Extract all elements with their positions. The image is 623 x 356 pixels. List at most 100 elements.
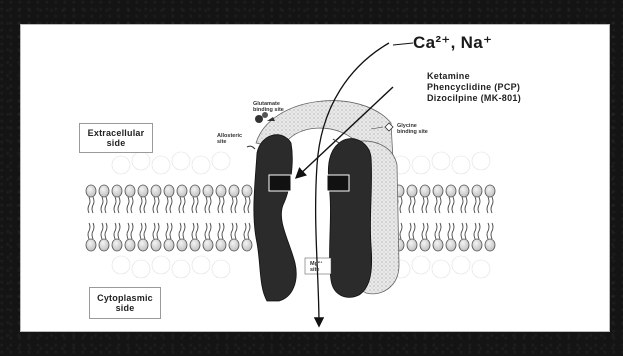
lipid-head [138, 239, 148, 251]
lipid-tail [231, 223, 233, 239]
drug-pcp: Phencyclidine (PCP) [427, 82, 521, 93]
lipid-tail [131, 223, 133, 239]
cytoplasmic-side-label: Cytoplasmic side [89, 287, 161, 319]
lipid-head [216, 239, 226, 251]
lipid-head [164, 239, 174, 251]
lipid-head [203, 239, 213, 251]
slide-content: Extracellular side Cytoplasmic side Ca²⁺… [20, 24, 610, 332]
lipid-tail [101, 197, 103, 213]
lipid-tail [461, 223, 463, 239]
lipid-tail [105, 197, 107, 213]
lipid-tail [452, 197, 454, 213]
lipid-tail [222, 197, 224, 213]
lipid-tail [474, 223, 476, 239]
lipid-tail [487, 197, 489, 213]
lipid-tail [153, 223, 155, 239]
drug-list: Ketamine Phencyclidine (PCP) Dizocilpine… [427, 71, 521, 104]
lipid-tail [478, 197, 480, 213]
pcp-binding-site-left [269, 175, 291, 191]
lipid-head [138, 185, 148, 197]
glutamate-site-label: Glutamate binding site [253, 101, 284, 113]
lipid-head [446, 185, 456, 197]
lipid-head [99, 239, 109, 251]
lipid-tail [205, 223, 207, 239]
lipid-tail [231, 197, 233, 213]
lipid-tail [422, 197, 424, 213]
lipid-head [177, 185, 187, 197]
channel-subunit-right [328, 139, 371, 298]
lipid-tail [166, 197, 168, 213]
lipid-head [99, 185, 109, 197]
lipid-head [125, 239, 135, 251]
lipid-head [459, 239, 469, 251]
lipid-head [203, 185, 213, 197]
lipid-tail [92, 223, 94, 239]
lipid-tail [426, 197, 428, 213]
lipid-tail [183, 197, 185, 213]
lipid-head [229, 185, 239, 197]
lipid-head [433, 239, 443, 251]
lipid-head [151, 185, 161, 197]
lipid-tail [409, 223, 411, 239]
lipid-head [164, 185, 174, 197]
lipid-tail [413, 223, 415, 239]
lipid-tail [144, 223, 146, 239]
lipid-head [433, 185, 443, 197]
lipid-tail [170, 223, 172, 239]
allosteric-label-line-2: site [217, 139, 242, 145]
lipid-tail [183, 223, 185, 239]
lipid-tail [452, 223, 454, 239]
lipid-head [242, 185, 252, 197]
lipid-head [485, 239, 495, 251]
lipid-tail [465, 197, 467, 213]
lipid-tail [209, 223, 211, 239]
lipid-head [86, 185, 96, 197]
lipid-head [420, 185, 430, 197]
lipid-head [407, 185, 417, 197]
lipid-tail [192, 197, 194, 213]
lipid-tail [487, 223, 489, 239]
lipid-head [420, 239, 430, 251]
lipid-head [459, 185, 469, 197]
channel-subunit-left [254, 135, 296, 301]
lipid-tail [127, 223, 129, 239]
lipid-tail [209, 197, 211, 213]
lipid-tail [114, 223, 116, 239]
lipid-tail [478, 223, 480, 239]
lipid-tail [244, 197, 246, 213]
lipid-tail [439, 197, 441, 213]
membrane-background-texture [112, 152, 490, 278]
extracellular-line-1: Extracellular [88, 128, 145, 138]
lipid-tail [235, 223, 237, 239]
lipid-tail [157, 223, 159, 239]
ion-label-leader [393, 43, 413, 45]
glutamate-label-line-2: binding site [253, 107, 284, 113]
lipid-tail [474, 197, 476, 213]
glycine-label-line-2: binding site [397, 129, 428, 135]
lipid-tail [435, 223, 437, 239]
lipid-head [446, 239, 456, 251]
lipid-tail [248, 197, 250, 213]
lipid-head [216, 185, 226, 197]
lipid-tail [118, 223, 120, 239]
lipid-head [472, 239, 482, 251]
lipid-tail [400, 223, 402, 239]
lipid-tail [101, 223, 103, 239]
lipid-tail [222, 223, 224, 239]
lipid-tail [218, 197, 220, 213]
drug-mk801: Dizocilpine (MK-801) [427, 93, 521, 104]
lipid-head [190, 185, 200, 197]
lipid-tail [170, 197, 172, 213]
lipid-tail [179, 197, 181, 213]
lipid-head [86, 239, 96, 251]
lipid-tail [179, 223, 181, 239]
lipid-tail [435, 197, 437, 213]
lipid-head [112, 185, 122, 197]
lipid-tail [192, 223, 194, 239]
lipid-tail [140, 223, 142, 239]
lipid-tail [92, 197, 94, 213]
lipid-tail [461, 197, 463, 213]
lipid-tail [131, 197, 133, 213]
lipid-head [125, 185, 135, 197]
